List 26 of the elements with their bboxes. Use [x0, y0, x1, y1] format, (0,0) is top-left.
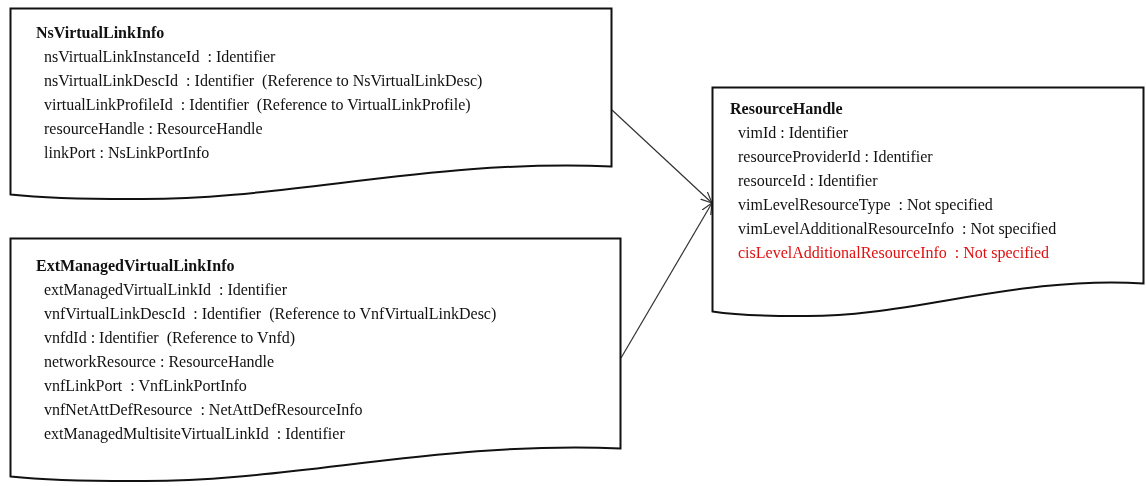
- attribute-text: nsVirtualLinkInstanceId : Identifier: [44, 48, 276, 66]
- attribute-text: resourceProviderId : Identifier: [738, 148, 933, 166]
- attribute-text: vnfdId : Identifier (Reference to Vnfd): [44, 329, 296, 347]
- attribute-text: vimLevelResourceType : Not specified: [738, 196, 993, 214]
- class-name: NsVirtualLinkInfo: [36, 24, 165, 42]
- arrow: [611, 109, 713, 204]
- class-box: [10, 8, 612, 200]
- attribute-text: virtualLinkProfileId : Identifier (Reference to VirtualLinkProfile): [44, 96, 471, 114]
- attribute-text: nsVirtualLinkDescId : Identifier (Reference to NsVirtualLinkDesc): [44, 72, 483, 90]
- attribute-text: extManagedVirtualLinkId : Identifier: [44, 281, 287, 299]
- class-name: ExtManagedVirtualLinkInfo: [36, 257, 235, 275]
- attribute-text: resourceHandle : ResourceHandle: [44, 120, 263, 138]
- class-box: [10, 238, 621, 482]
- attribute-text: cisLevelAdditionalResourceInfo : Not specified: [738, 244, 1049, 262]
- attribute-text: networkResource : ResourceHandle: [44, 353, 275, 371]
- attribute-text: linkPort : NsLinkPortInfo: [44, 144, 210, 162]
- attribute-text: vnfNetAttDefResource : NetAttDefResourceInfo: [44, 401, 363, 419]
- class-box: [712, 87, 1144, 317]
- attribute-text: resourceId : Identifier: [738, 172, 878, 190]
- arrow: [620, 202, 713, 359]
- class-name: ResourceHandle: [730, 100, 843, 118]
- attribute-text: vimLevelAdditionalResourceInfo : Not specified: [738, 220, 1057, 238]
- attribute-text: extManagedMultisiteVirtualLinkId : Identifier: [44, 425, 345, 443]
- attribute-text: vimId : Identifier: [738, 124, 849, 142]
- attribute-text: vnfVirtualLinkDescId : Identifier (Reference to VnfVirtualLinkDesc): [44, 305, 497, 323]
- attribute-text: vnfLinkPort : VnfLinkPortInfo: [44, 377, 247, 395]
